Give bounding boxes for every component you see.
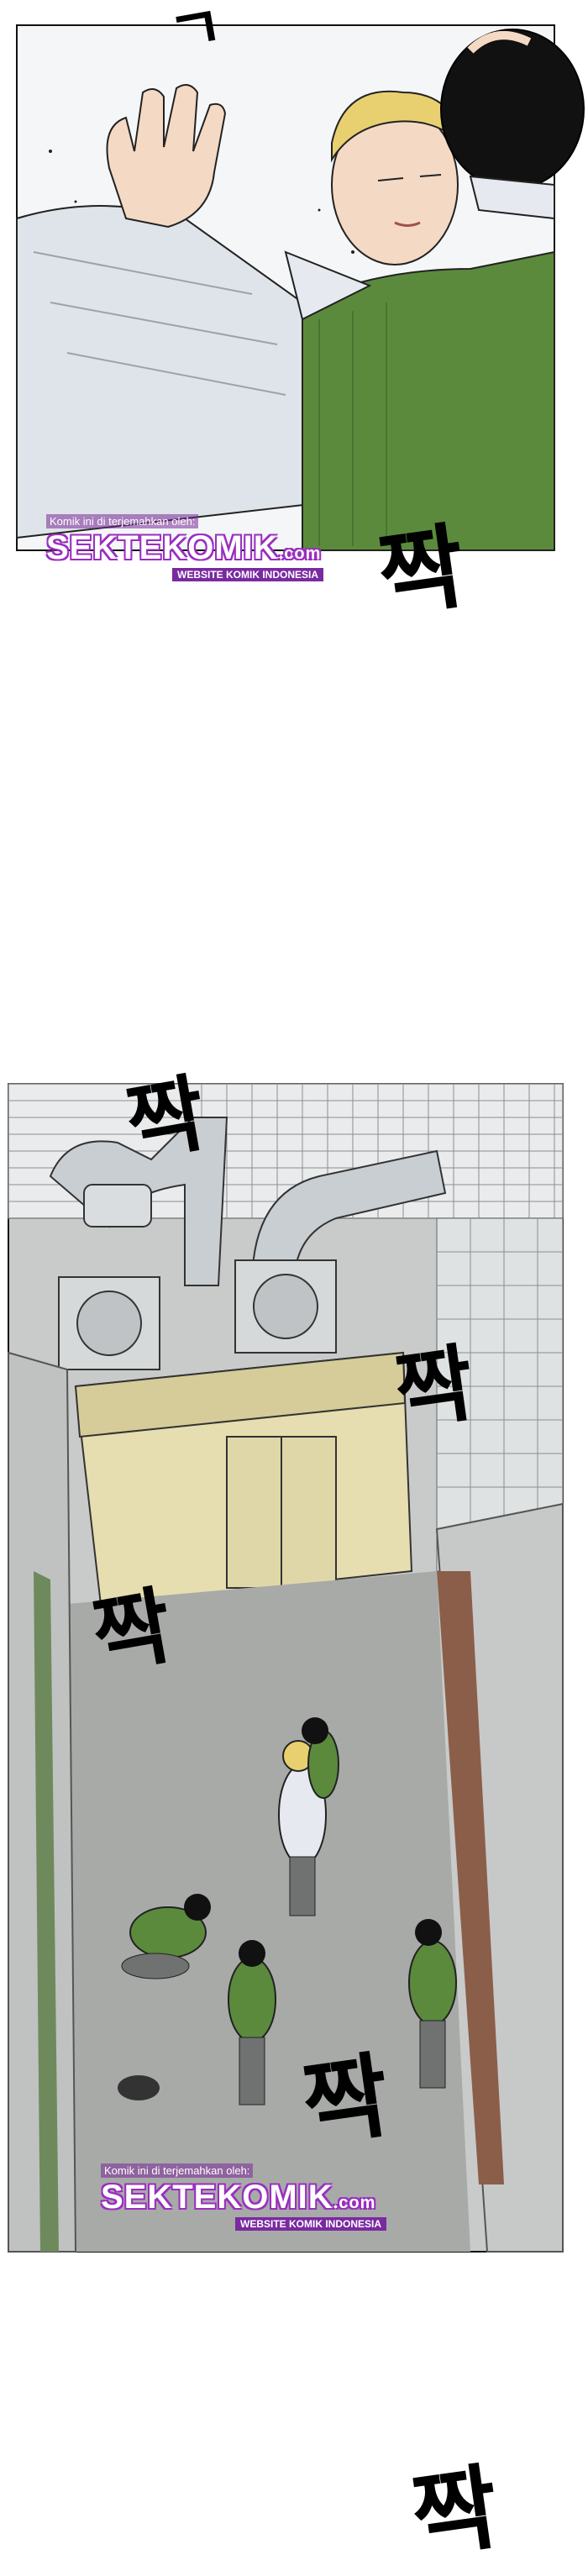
panel-1: ㄱ 짝 Komik ini di terjemahkan oleh: SEKTE… bbox=[0, 0, 588, 672]
translator-credit-2: Komik ini di terjemahkan oleh: SEKTEKOMI… bbox=[101, 2163, 387, 2232]
credit-line: Komik ini di terjemahkan oleh: bbox=[46, 514, 199, 528]
credit-tagline: WEBSITE KOMIK INDONESIA bbox=[172, 568, 324, 581]
translator-credit-1: Komik ini di terjemahkan oleh: SEKTEKOMI… bbox=[46, 514, 324, 582]
credit-tagline: WEBSITE KOMIK INDONESIA bbox=[235, 2217, 387, 2231]
panel-2-art bbox=[8, 1083, 564, 2253]
panel-2: 짝 짝 짝 짝 Komik ini di terjemahkan oleh: S… bbox=[0, 1064, 588, 2285]
credit-brand: SEKTEKOMIK.com bbox=[46, 529, 322, 566]
sfx-jjak-6-cropped: 짝 bbox=[405, 2452, 506, 2572]
panel-1-art bbox=[16, 24, 585, 551]
student-group bbox=[118, 1717, 457, 2105]
credit-brand: SEKTEKOMIK.com bbox=[101, 2179, 376, 2216]
credit-line: Komik ini di terjemahkan oleh: bbox=[101, 2163, 254, 2178]
